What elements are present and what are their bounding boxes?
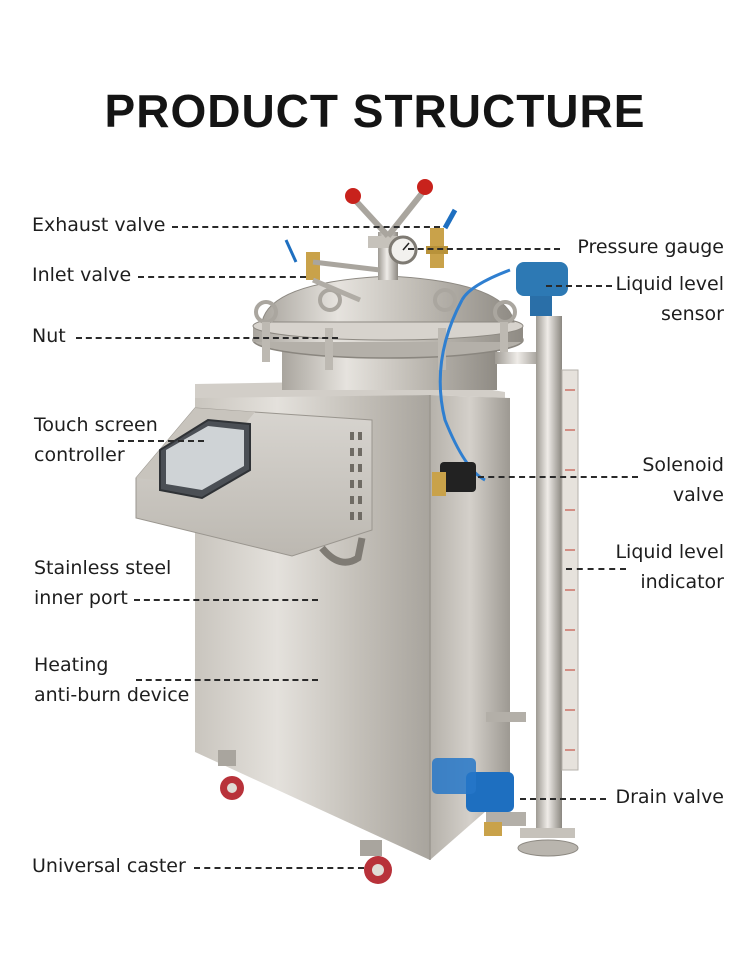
leader-level-sensor [546,285,612,287]
solenoid-valve-body [440,462,476,492]
label-universal-caster: Universal caster [32,855,186,877]
label-inner-port-line1: Stainless steel [34,557,172,579]
leader-pressure-gauge [408,248,560,250]
handle-knob-left [345,188,361,204]
leader-nut [76,337,338,339]
lid-dome [261,275,515,323]
label-pressure-gauge: Pressure gauge [577,236,724,258]
leader-inlet-valve [138,276,306,278]
label-level-sensor-line1: Liquid level [615,273,724,295]
handle-knob-right [417,179,433,195]
label-touch-screen-line1: Touch screen [34,414,158,436]
label-inlet-valve: Inlet valve [32,264,132,286]
level-column [536,316,562,836]
caster-front [360,840,392,884]
label-level-indicator-line1: Liquid level [615,541,724,563]
label-solenoid-line1: Solenoid [642,454,724,476]
leader-universal-caster [194,867,364,869]
leader-solenoid [478,476,638,478]
label-level-indicator-line2: indicator [640,571,724,593]
drain-valve-body [466,772,514,812]
leader-inner-port [134,599,318,601]
label-inner-port-line2: inner port [34,587,128,609]
cabinet-side [430,395,510,860]
level-sensor-head [516,262,568,296]
label-heating-line2: anti-burn device [34,684,190,706]
label-solenoid-line2: valve [672,484,724,506]
label-drain-valve: Drain valve [615,786,724,808]
label-exhaust-valve: Exhaust valve [32,214,166,236]
leader-level-indicator [566,568,626,570]
page-title: PRODUCT STRUCTURE [104,85,646,137]
leader-heating [136,679,318,681]
label-nut: Nut [32,325,66,347]
leader-drain-valve [520,798,606,800]
label-heating-line1: Heating [34,654,109,676]
label-touch-screen-line2: controller [34,444,125,466]
label-level-sensor-line2: sensor [661,303,724,325]
caster-left [218,750,244,800]
leader-touch-screen [118,440,204,442]
leader-exhaust-valve [172,226,440,228]
